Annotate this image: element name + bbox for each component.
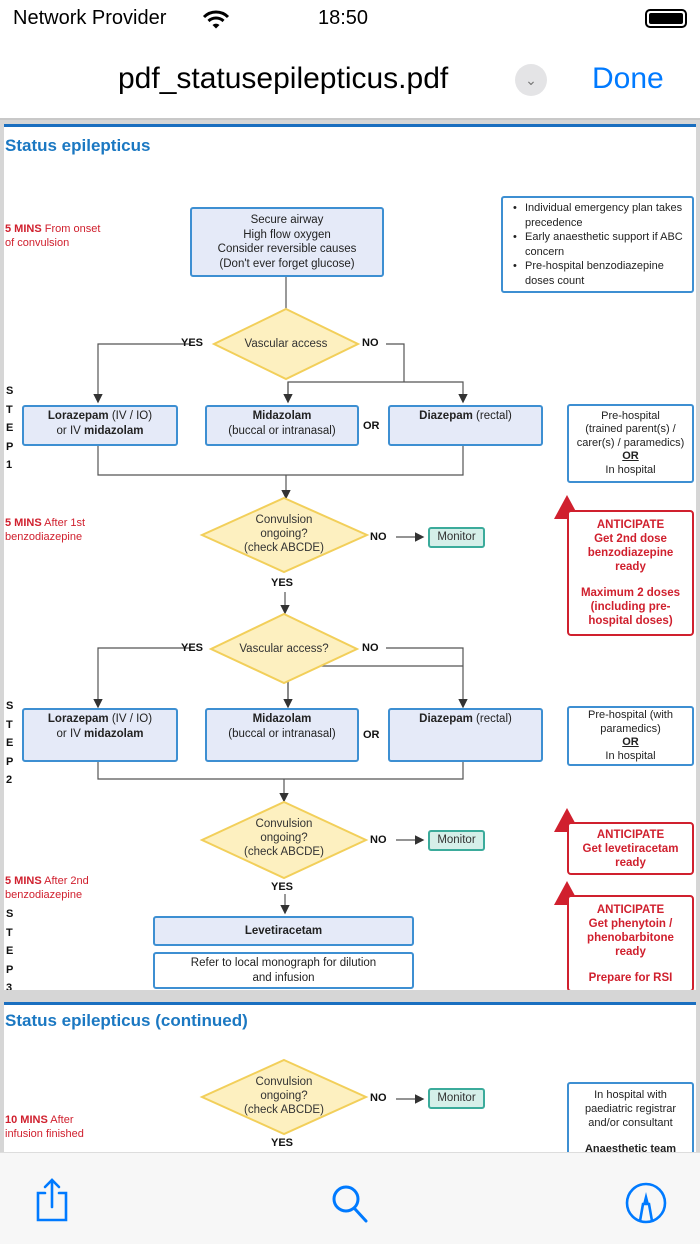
lorazepam-box: Lorazepam (IV / IO) or IV midazolam	[22, 708, 178, 762]
flowchart-connectors	[93, 277, 580, 915]
no-label: NO	[362, 642, 379, 654]
decision-convulsion-ongoing-1	[199, 496, 370, 574]
flowchart-connectors	[199, 1058, 425, 1136]
clock: 18:50	[318, 7, 369, 29]
yes-label: YES	[271, 881, 294, 893]
levetiracetam-box: Levetiracetam	[153, 916, 414, 946]
page-title: Status epilepticus	[5, 136, 151, 155]
yes-label: YES	[271, 1137, 294, 1149]
midazolam-box: Midazolam(buccal or intranasal)	[205, 708, 359, 762]
yes-label: YES	[181, 642, 204, 654]
document-title: pdf_statusepilepticus.pdf	[118, 62, 449, 95]
status-bar: Network Provider 18:50	[0, 0, 700, 40]
title-menu-chevron-down-icon[interactable]: ⌄	[515, 64, 547, 96]
info-box: Individual emergency plan takes preceden…	[501, 196, 694, 293]
no-label: NO	[370, 1092, 387, 1104]
diazepam-box: Diazepam (rectal)	[388, 405, 543, 446]
or-label: OR	[363, 420, 380, 432]
pdf-page-2: Status epilepticus (continued) Convulsio…	[4, 1002, 696, 1152]
page-title: Status epilepticus (continued)	[5, 1011, 248, 1030]
decision-vascular-access-1	[211, 307, 361, 381]
decision-convulsion-ongoing-2	[199, 800, 369, 880]
carrier: Network Provider	[13, 7, 167, 29]
done-button[interactable]: Done	[592, 62, 664, 95]
markup-icon[interactable]	[624, 1181, 668, 1225]
search-icon[interactable]	[330, 1183, 370, 1225]
bottom-toolbar	[0, 1152, 700, 1244]
decision-convulsion-ongoing-3	[199, 1058, 369, 1136]
or-label: OR	[363, 729, 380, 741]
monograph-note-box: Refer to local monograph for dilution an…	[153, 952, 414, 989]
decision-text: Vascular access?	[239, 643, 329, 655]
midazolam-box: Midazolam(buccal or intranasal)	[205, 405, 359, 446]
yes-label: YES	[271, 577, 294, 589]
navigation-bar: pdf_statusepilepticus.pdf ⌄ Done	[0, 40, 700, 118]
no-label: NO	[370, 531, 387, 543]
decision-text: Vascular access	[244, 338, 328, 350]
decision-vascular-access-2	[208, 612, 360, 685]
page-header-rule	[4, 1002, 696, 1005]
monitor-box: Monitor	[428, 830, 485, 851]
no-label: NO	[362, 337, 379, 349]
monitor-box: Monitor	[428, 1088, 485, 1109]
yes-label: YES	[181, 337, 204, 349]
no-label: NO	[370, 834, 387, 846]
lorazepam-box: Lorazepam (IV / IO) or IV midazolam	[22, 405, 178, 446]
share-icon[interactable]	[33, 1177, 71, 1223]
setting-box-step-1: Pre-hospital(trained parent(s) /carer(s)…	[567, 404, 694, 483]
battery-icon	[645, 9, 687, 28]
monitor-box: Monitor	[428, 527, 485, 548]
page-header-rule	[4, 124, 696, 127]
diazepam-box: Diazepam (rectal)	[388, 708, 543, 762]
wifi-icon	[202, 10, 230, 29]
